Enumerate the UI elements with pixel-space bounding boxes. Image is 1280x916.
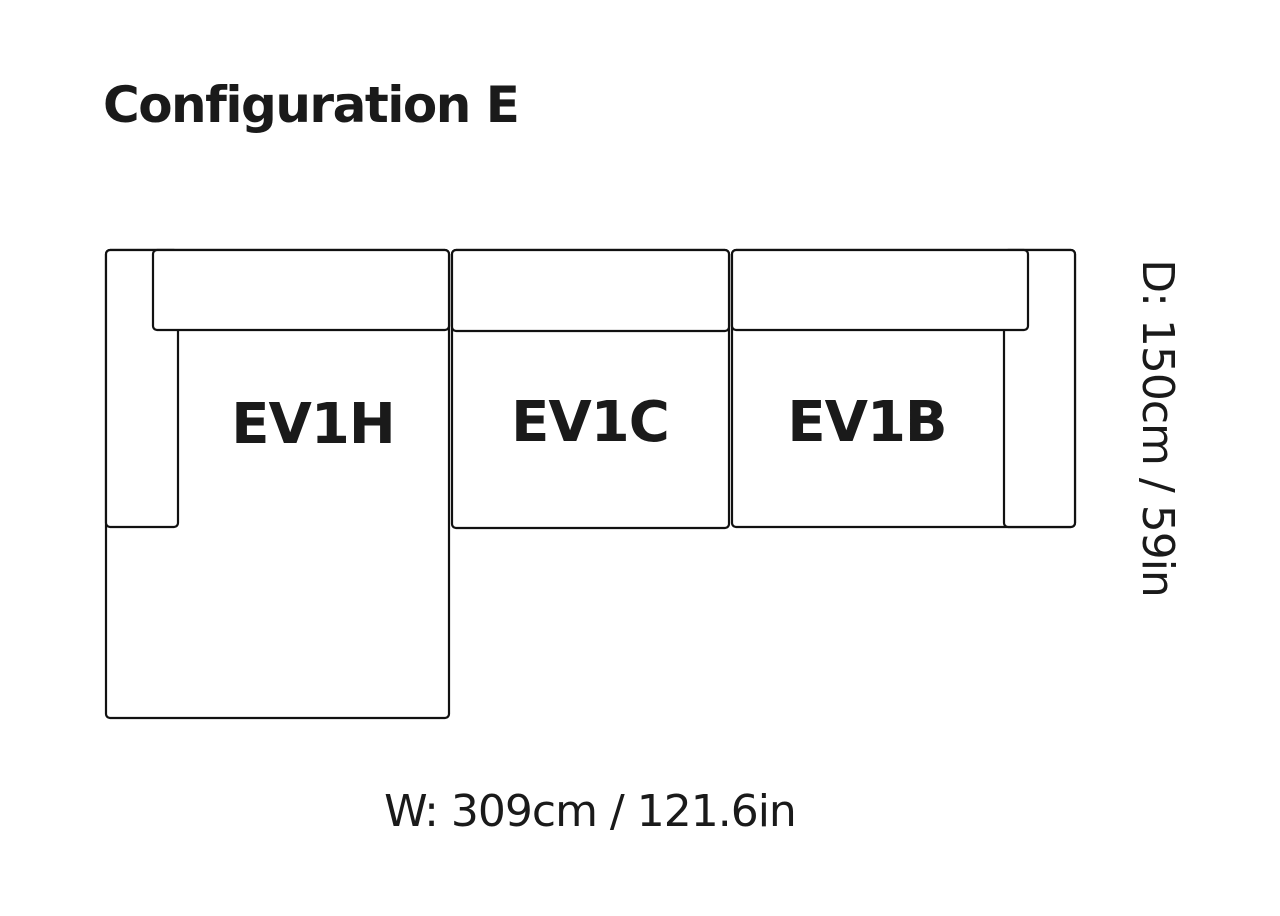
module-ev1c: EV1C [450,248,731,530]
module-ev1h: EV1H [104,248,451,720]
backrest-cushion [730,248,1030,332]
page-title: Configuration E [103,76,520,134]
module-label: EV1B [787,390,946,455]
backrest-cushion [450,248,731,333]
depth-dimension: D: 150cm / 59in [1132,259,1183,597]
module-label: EV1C [511,390,669,455]
width-dimension: W: 309cm / 121.6in [384,786,796,837]
backrest-cushion [151,248,451,332]
module-label: EV1H [231,392,394,457]
module-ev1b: EV1B [730,248,1077,529]
